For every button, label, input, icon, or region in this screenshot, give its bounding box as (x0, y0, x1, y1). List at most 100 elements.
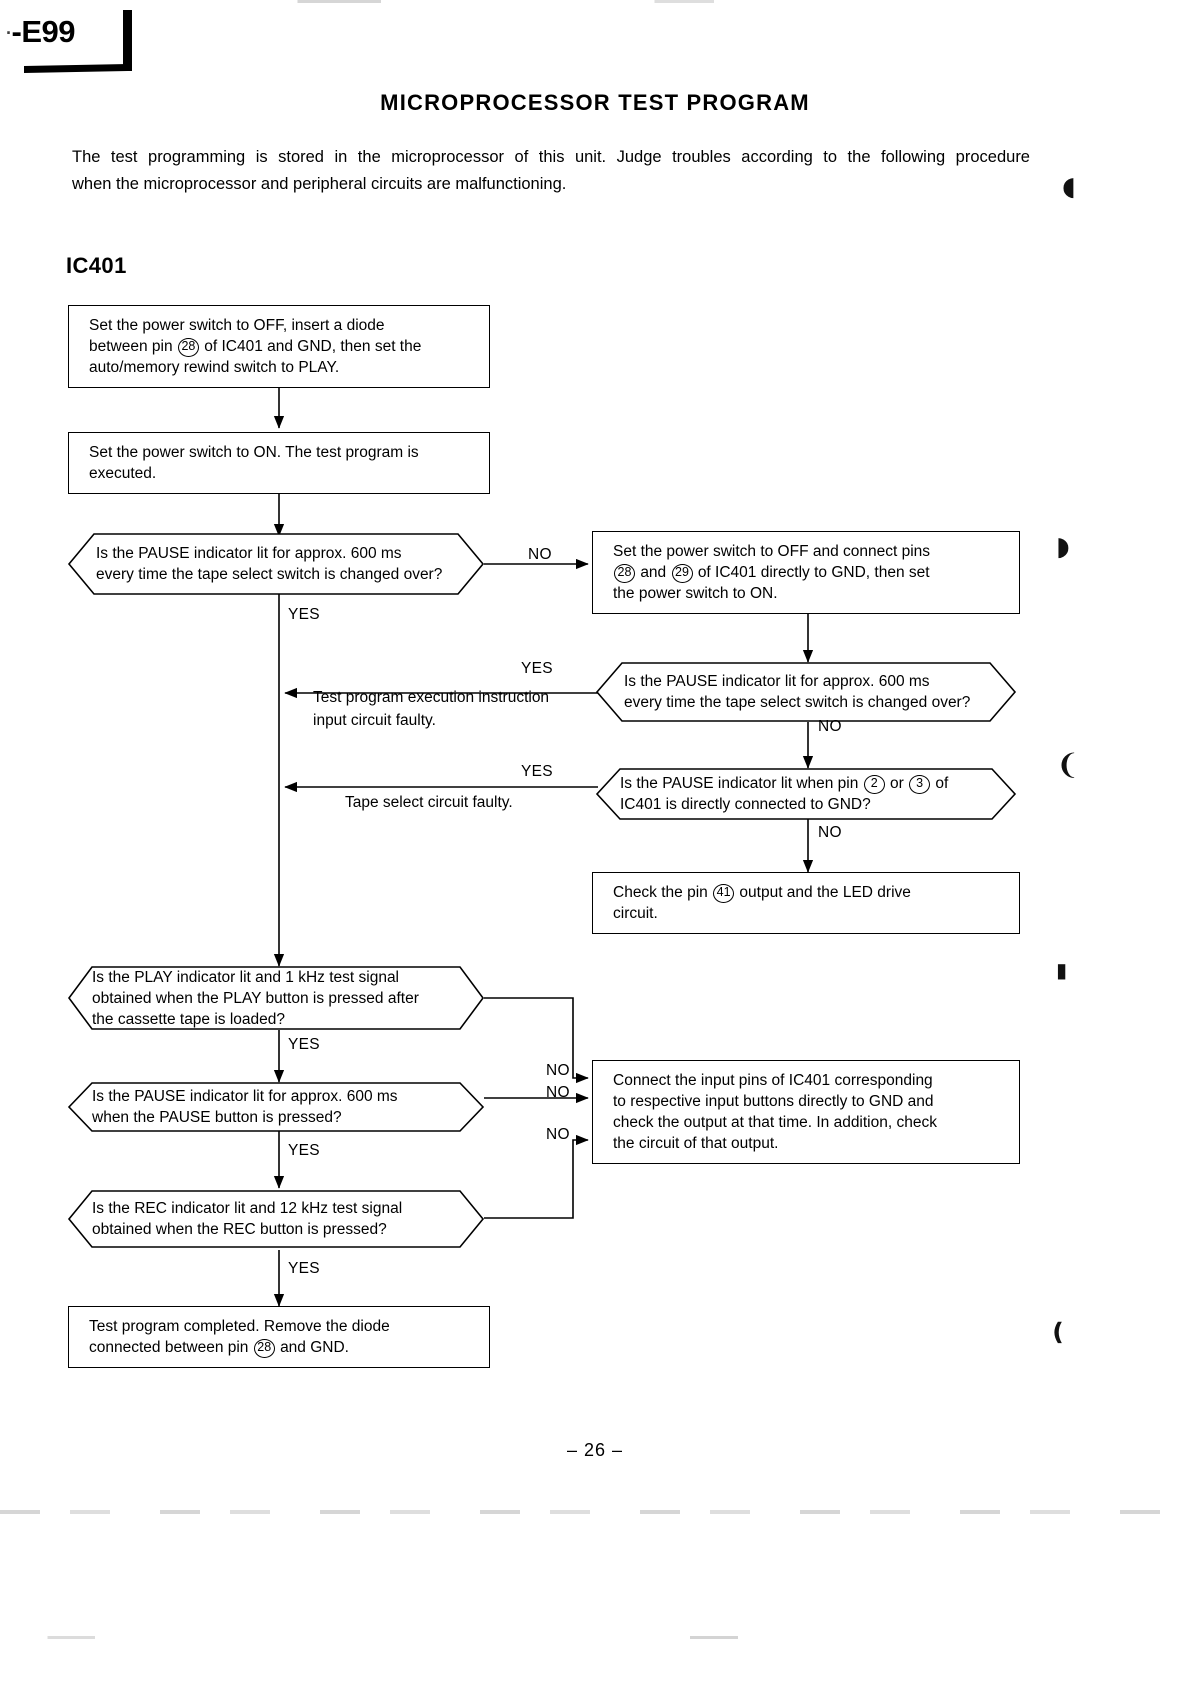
page-title: MICROPROCESSOR TEST PROGRAM (380, 90, 810, 115)
decision5-line-2: when the PAUSE button is pressed? (92, 1109, 342, 1126)
decision2-text: Is the PAUSE indicator lit for approx. 6… (624, 662, 988, 722)
edge-label-d5-no: NO (546, 1084, 570, 1101)
decision3-line-2: IC401 is directly connected to GND? (620, 796, 871, 813)
scan-artifact-4: ▮ (1056, 958, 1068, 982)
rightbox1-and: and (640, 564, 667, 581)
finalbox-line-2b: and GND. (280, 1339, 349, 1356)
decision5-text: Is the PAUSE indicator lit for approx. 6… (92, 1082, 460, 1132)
pin-number-2: 2 (863, 775, 885, 794)
step2-line-1: Set the power switch to ON. The test pro… (89, 444, 419, 461)
result1-line-2: input circuit faulty. (313, 712, 436, 729)
connectbox-line-3: check the output at that time. In additi… (613, 1114, 937, 1131)
flow-node-step2: Set the power switch to ON. The test pro… (68, 432, 490, 494)
decision1-line-2: every time the tape select switch is cha… (96, 566, 443, 583)
edge-label-d5-yes: YES (288, 1142, 320, 1159)
connectbox-line-2: to respective input buttons directly to … (613, 1093, 934, 1110)
rightbox1-line-2: 28 and 29 of IC401 directly to GND, then… (613, 562, 1005, 583)
step1-line-3: auto/memory rewind switch to PLAY. (89, 359, 340, 376)
corner-bracket-mark (22, 10, 132, 74)
flow-node-decision1: Is the PAUSE indicator lit for approx. 6… (67, 533, 485, 595)
finalbox-line-1: Test program completed. Remove the diode (89, 1318, 390, 1335)
flow-node-final-box: Test program completed. Remove the diode… (68, 1306, 490, 1368)
step1-line-2b: of IC401 and GND, then set the (204, 338, 422, 355)
pin-number-41: 41 (713, 884, 735, 903)
checkbox-line-1a: Check the pin (613, 884, 708, 901)
finalbox-line-2a: connected between pin (89, 1339, 249, 1356)
edge-label-d4-no: NO (546, 1062, 570, 1079)
decision4-line-2: obtained when the PLAY button is pressed… (92, 989, 419, 1007)
flow-label-result2: Tape select circuit faulty. (345, 791, 605, 814)
checkbox-line-1: Check the pin 41 output and the LED driv… (613, 882, 1005, 903)
decision4-text: Is the PLAY indicator lit and 1 kHz test… (92, 966, 460, 1030)
flow-node-decision4: Is the PLAY indicator lit and 1 kHz test… (68, 966, 484, 1030)
decision3-line-1c: of (935, 775, 949, 792)
flow-node-check-box: Check the pin 41 output and the LED driv… (592, 872, 1020, 934)
rightbox1-line-3: the power switch to ON. (613, 585, 778, 602)
decision1-line-1: Is the PAUSE indicator lit for approx. 6… (96, 545, 402, 562)
step1-line-1: Set the power switch to OFF, insert a di… (89, 317, 385, 334)
edge-label-d1-no: NO (528, 546, 552, 563)
flow-node-step1: Set the power switch to OFF, insert a di… (68, 305, 490, 388)
result1-line-1: Test program execution instruction (313, 689, 550, 706)
checkbox-line-2: circuit. (613, 905, 658, 922)
flow-node-decision6: Is the REC indicator lit and 12 kHz test… (67, 1190, 485, 1248)
pin-number-28: 28 (177, 338, 199, 357)
edge-label-d2-yes: YES (521, 660, 553, 677)
scan-artifact-5: ❪ (1048, 1318, 1069, 1346)
intro-line-2: when the microprocessor and peripheral c… (72, 175, 567, 193)
connectbox-line-4: the circuit of that output. (613, 1135, 779, 1152)
flow-node-decision5: Is the PAUSE indicator lit for approx. 6… (67, 1082, 485, 1132)
model-code-label: ·-E99 (6, 14, 75, 50)
flow-label-result1: Test program execution instruction input… (313, 686, 603, 732)
flow-node-connect-box: Connect the input pins of IC401 correspo… (592, 1060, 1020, 1164)
decision5-line-1: Is the PAUSE indicator lit for approx. 6… (92, 1088, 398, 1105)
decision4-line-3: the cassette tape is loaded? (92, 1010, 286, 1028)
section-heading-ic401: IC401 (66, 253, 127, 278)
decision3-text: Is the PAUSE indicator lit when pin 2 or… (620, 768, 992, 820)
decision4-line-1: Is the PLAY indicator lit and 1 kHz test… (92, 968, 400, 986)
rightbox1-line-2c: of IC401 directly to GND, then set (697, 564, 930, 581)
decision6-line-1: Is the REC indicator lit and 12 kHz test… (92, 1200, 403, 1217)
scan-edge-bottom (0, 1510, 1190, 1514)
intro-line-1: The test programming is stored in the mi… (72, 148, 1030, 166)
edge-label-d2-no: NO (818, 718, 842, 735)
scan-edge-top (0, 0, 1190, 3)
flow-node-decision2: Is the PAUSE indicator lit for approx. 6… (595, 662, 1017, 722)
checkbox-line-1b: output and the LED drive (739, 884, 911, 901)
connectbox-line-1: Connect the input pins of IC401 correspo… (613, 1072, 933, 1089)
edge-label-d3-yes: YES (521, 763, 553, 780)
decision2-line-1: Is the PAUSE indicator lit for approx. 6… (624, 673, 930, 690)
intro-paragraph: The test programming is stored in the mi… (72, 144, 1030, 198)
scan-artifact-1: ◖ (1062, 172, 1076, 202)
flow-node-right-box1: Set the power switch to OFF and connect … (592, 531, 1020, 614)
model-code-prefix: · (6, 23, 12, 43)
page-number: – 26 – (566, 1440, 624, 1460)
corner-bracket-vertical (123, 10, 132, 68)
model-code-value: -E99 (11, 14, 76, 49)
pin-number-3: 3 (909, 775, 931, 794)
decision6-line-2: obtained when the REC button is pressed? (92, 1221, 387, 1238)
rightbox1-line-1: Set the power switch to OFF and connect … (613, 543, 931, 560)
decision3-or: or (889, 775, 904, 792)
pin-number-28-b: 28 (614, 564, 635, 583)
edge-label-d6-yes: YES (288, 1260, 320, 1277)
scan-edge-bottom-2 (0, 1636, 1190, 1639)
decision3-line-1: Is the PAUSE indicator lit when pin 2 or… (620, 773, 992, 794)
result2-line-1: Tape select circuit faulty. (345, 794, 513, 811)
edge-label-d6-no: NO (546, 1126, 570, 1143)
scan-artifact-2: ◗ (1056, 532, 1070, 562)
edge-label-d4-yes: YES (288, 1036, 320, 1053)
scan-artifact-3: ❨ (1056, 748, 1080, 781)
decision2-line-2: every time the tape select switch is cha… (624, 694, 971, 711)
flow-node-decision3: Is the PAUSE indicator lit when pin 2 or… (595, 768, 1017, 820)
step2-line-2: executed. (89, 465, 157, 482)
finalbox-line-2: connected between pin 28 and GND. (89, 1337, 475, 1358)
pin-number-28-c: 28 (253, 1339, 275, 1358)
edge-label-d3-no: NO (818, 824, 842, 841)
decision6-text: Is the REC indicator lit and 12 kHz test… (92, 1190, 460, 1248)
decision3-line-1a: Is the PAUSE indicator lit when pin (620, 775, 859, 792)
step1-line-2: between pin 28 of IC401 and GND, then se… (89, 336, 475, 357)
pin-number-29: 29 (671, 564, 693, 583)
